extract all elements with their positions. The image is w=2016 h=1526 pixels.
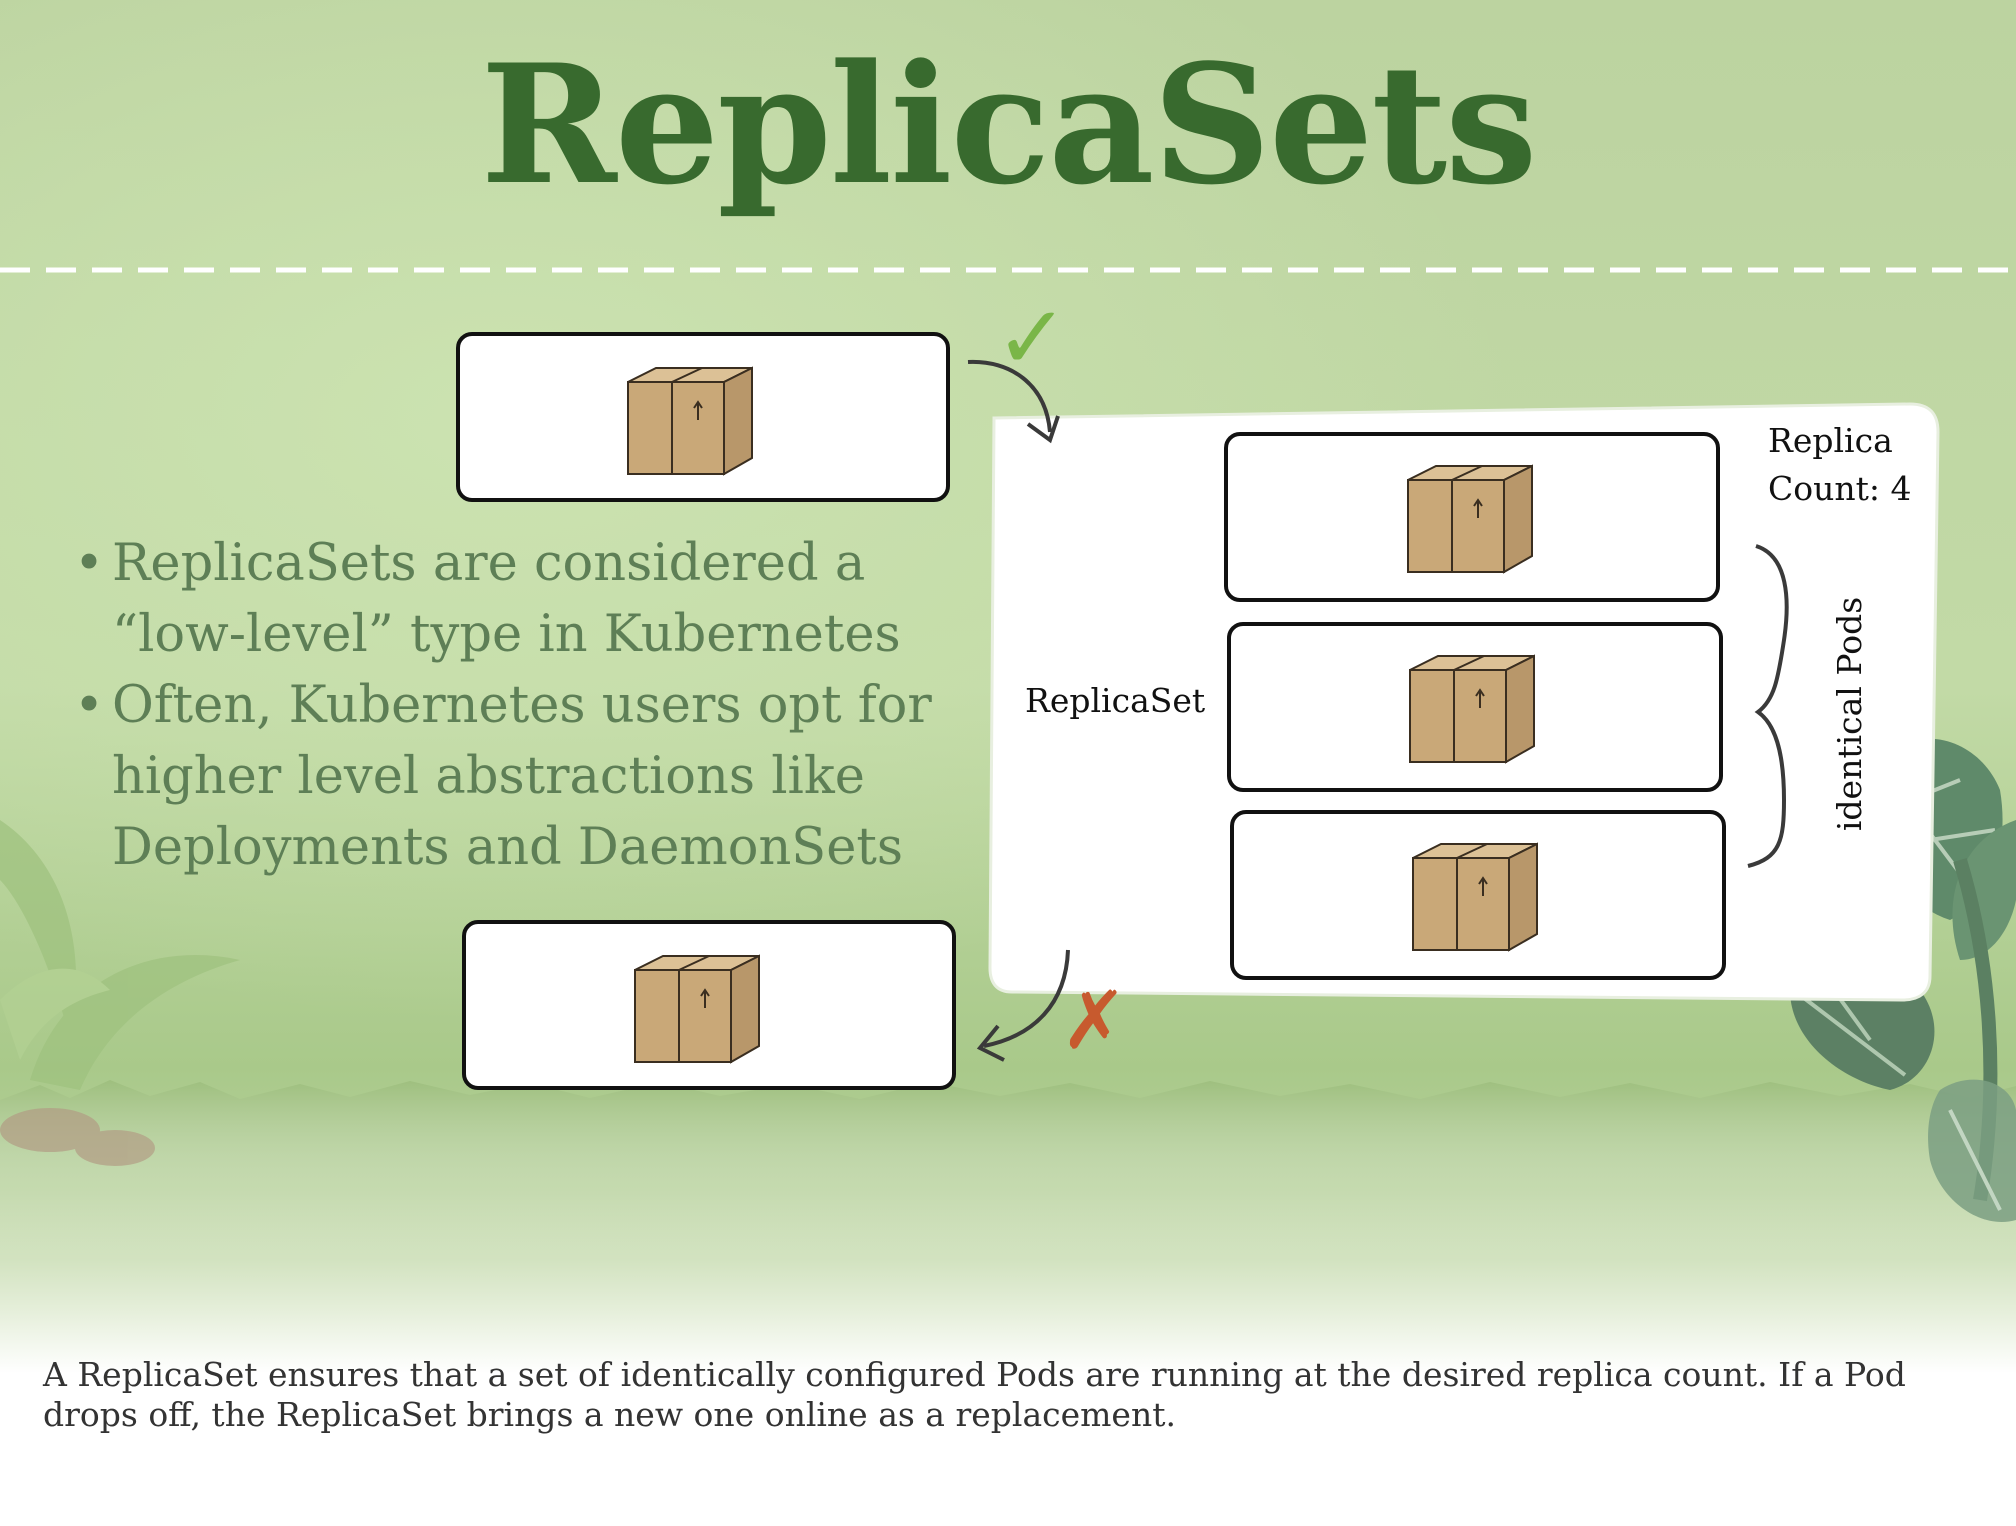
add-arrow-head [1026, 415, 1060, 444]
replicaset-label: ReplicaSet [1025, 681, 1205, 720]
cross-mark: ✗ [1060, 974, 1127, 1067]
pod-box-icon [1409, 655, 1535, 763]
remove-arrow [983, 949, 1070, 1048]
fern-illustration [0, 820, 240, 1090]
replica-count-value: Count: 4 [1768, 469, 1912, 508]
pod-box-icon [627, 367, 753, 475]
bullet-item: Often, Kubernetes users opt for higher l… [72, 670, 972, 883]
replica-count-label: Replica [1768, 421, 1893, 460]
curly-brace [1747, 544, 1789, 868]
add-arrow [967, 359, 1052, 433]
caption-text: A ReplicaSet ensures that a set of ident… [43, 1355, 1906, 1434]
bullet-item: ReplicaSets are considered a “low-level”… [72, 528, 972, 670]
check-mark: ✓ [995, 286, 1069, 389]
page-title: ReplicaSets [480, 28, 1538, 221]
pod-box-icon [1412, 843, 1538, 951]
grass-band [0, 1080, 2016, 1260]
pod-box-icon [634, 955, 760, 1063]
bullet-list: ReplicaSets are considered a “low-level”… [72, 528, 972, 883]
stones-illustration [0, 1108, 155, 1166]
identical-pods-label: identical Pods [1830, 597, 1869, 831]
pod-box-icon [1407, 465, 1533, 573]
remove-arrow-head [976, 1024, 1005, 1062]
